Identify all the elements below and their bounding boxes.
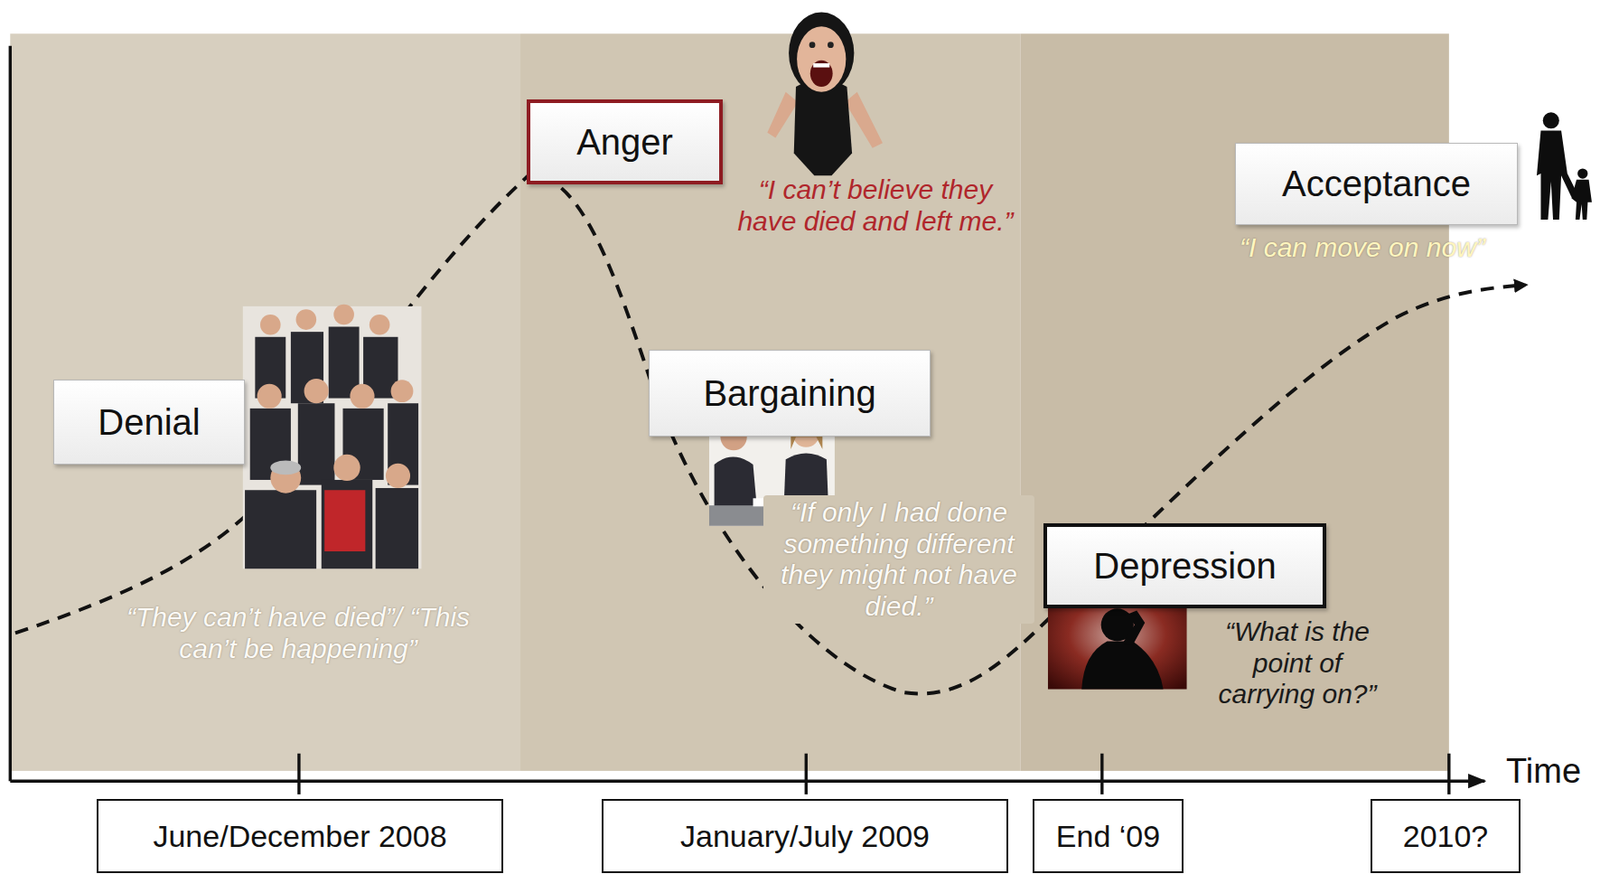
quote-text: “I can move on now” (1239, 232, 1538, 264)
stage-text: June/December 2008 (152, 818, 447, 854)
parent-child-silhouette (1536, 112, 1592, 220)
crowd-photo (243, 304, 422, 570)
quote-text: “I can’t believe they have died and left… (737, 174, 1014, 237)
stage-box: Anger (526, 99, 723, 185)
stage-text: End ‘09 (1056, 818, 1161, 854)
date-box: June/December 2008 (96, 798, 504, 873)
stage-text: January/July 2009 (680, 818, 930, 854)
quote-text: “What is the point of carrying on?” (1201, 616, 1394, 711)
stage-text: 2010? (1403, 818, 1489, 854)
stage-text: Anger (576, 121, 674, 163)
date-box: 2010? (1370, 798, 1521, 873)
quote-text: “They can’t have died”/ “This can’t be h… (108, 599, 488, 666)
background-band (9, 33, 1450, 771)
stage-box: Denial (53, 379, 245, 465)
stage-box: Acceptance (1235, 142, 1518, 225)
stage-text: Acceptance (1281, 163, 1471, 205)
stage-box: Depression (1043, 523, 1327, 609)
stage-text: Depression (1093, 545, 1276, 587)
axis-label: Time (1506, 751, 1597, 792)
date-box: End ‘09 (1032, 798, 1184, 873)
quote-text: “If only I had done something different … (763, 495, 1035, 624)
stage-text: Denial (97, 402, 200, 443)
stage-text: Bargaining (702, 373, 876, 414)
date-box: January/July 2009 (601, 798, 1009, 873)
stage-box: Bargaining (648, 349, 931, 437)
screaming-woman (767, 12, 883, 177)
